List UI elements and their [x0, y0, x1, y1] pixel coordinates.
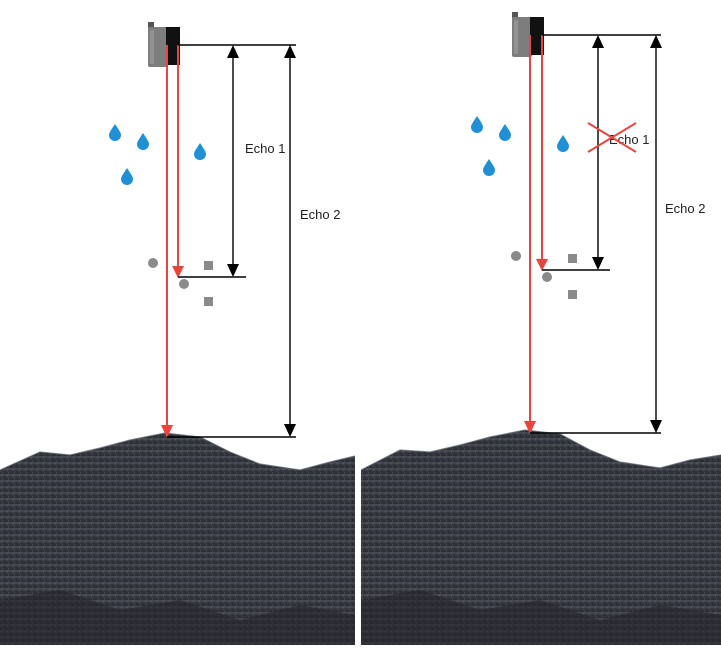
water-droplet-icon — [557, 135, 569, 152]
cross-out-icon — [587, 122, 637, 153]
radar-beam-short — [172, 45, 184, 278]
echo1-dimension-arrow — [227, 45, 239, 277]
dust-particle-icon — [204, 261, 213, 270]
panel-right: Echo 1 Echo 2 — [360, 12, 721, 645]
water-droplet-icon — [121, 168, 133, 185]
radar-beam-long — [524, 35, 536, 434]
dust-particle-icon — [542, 272, 552, 282]
radar-beam-long — [161, 45, 173, 438]
dust-particle-icon — [148, 258, 158, 268]
dust-particle-icon — [568, 290, 577, 299]
echo1-label: Echo 1 — [245, 141, 285, 156]
dust-particle-icon — [204, 297, 213, 306]
echo1-dimension-arrow — [592, 35, 604, 270]
echo2-label: Echo 2 — [665, 201, 705, 216]
water-droplet-icon — [499, 124, 511, 141]
water-droplet-icon — [483, 159, 495, 176]
water-droplets — [471, 116, 569, 176]
radar-sensor-icon — [512, 12, 544, 57]
water-droplet-icon — [194, 143, 206, 160]
water-droplet-icon — [471, 116, 483, 133]
water-droplet-icon — [109, 124, 121, 141]
echo1-label: Echo 1 — [609, 132, 649, 147]
dust-particle-icon — [511, 251, 521, 261]
dust-particles — [148, 258, 213, 306]
radar-sensor-icon — [148, 22, 180, 67]
water-droplets — [109, 124, 206, 185]
dust-particle-icon — [568, 254, 577, 263]
panel-left: Echo 1 Echo 2 — [0, 22, 356, 645]
radar-beam-short — [536, 35, 548, 271]
water-droplet-icon — [137, 133, 149, 150]
dust-particle-icon — [179, 279, 189, 289]
echo2-dimension-arrow — [284, 45, 296, 437]
echo2-label: Echo 2 — [300, 207, 340, 222]
material-pile-image — [0, 432, 356, 645]
material-pile-image — [360, 429, 721, 645]
dust-particles — [511, 251, 577, 299]
echo2-dimension-arrow — [650, 35, 662, 433]
